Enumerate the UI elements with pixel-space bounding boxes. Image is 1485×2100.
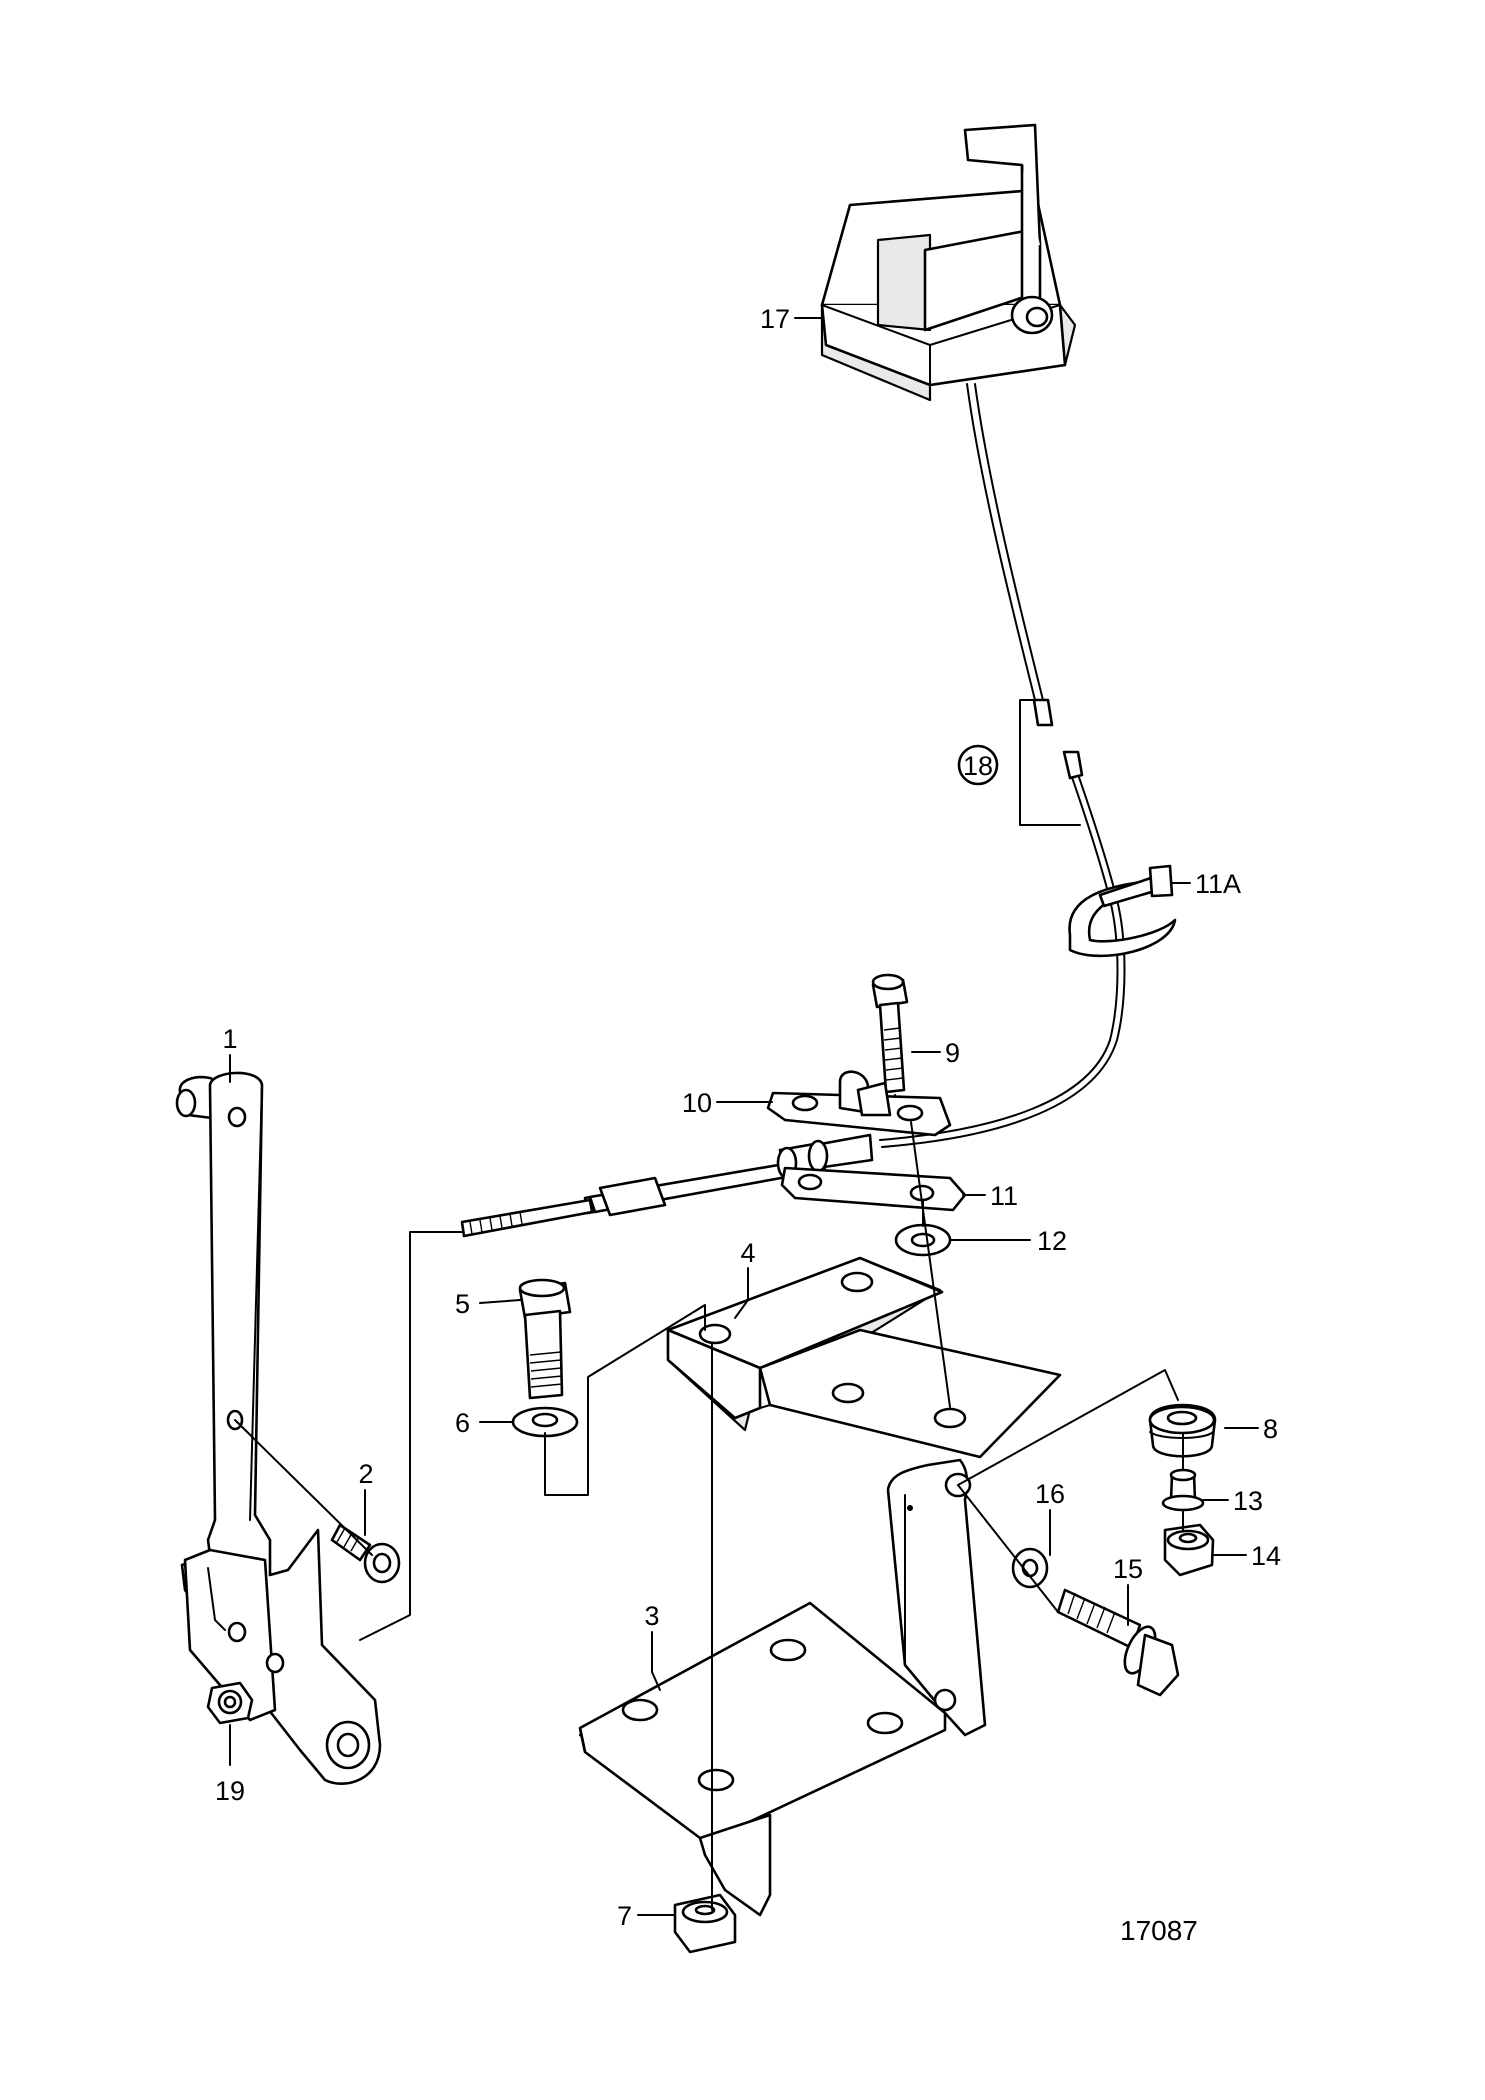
- callout-11: 11: [990, 1181, 1018, 1211]
- callout-11a: 11A: [1195, 869, 1241, 899]
- washer-6: [511, 1406, 579, 1438]
- callout-14: 14: [1251, 1541, 1281, 1571]
- rubber-grommet: [1148, 1403, 1217, 1458]
- callout-4: 4: [740, 1238, 755, 1268]
- washer-16: [1011, 1547, 1049, 1589]
- nut-7: [673, 1893, 737, 1954]
- callout-6: 6: [455, 1408, 470, 1438]
- shift-lever: [175, 1071, 382, 1785]
- callout-leaders: [229, 317, 1259, 1916]
- callout-19: 19: [215, 1776, 245, 1806]
- callout-7: 7: [617, 1901, 632, 1931]
- callout-15: 15: [1113, 1554, 1143, 1584]
- cable-tie: [1068, 864, 1177, 958]
- bolt-9: [871, 973, 909, 1111]
- bolt-5: [518, 1278, 572, 1400]
- flange-bolt-15: [1056, 1588, 1180, 1697]
- sleeve: [1161, 1468, 1205, 1512]
- assembly-lines: [234, 1121, 1184, 1911]
- callout-18-circle: [957, 744, 999, 786]
- plate-11: [780, 1166, 967, 1212]
- control-lever-housing: [820, 123, 1077, 402]
- mounting-bracket-3: [578, 1458, 987, 1917]
- washer-12: [894, 1223, 952, 1257]
- bracket-4: [666, 1256, 1062, 1459]
- callout-5: 5: [455, 1289, 470, 1319]
- callout-9: 9: [945, 1038, 960, 1068]
- callout-labels: 1 2 3 4 5 6 7 8 9 10 11 11A 12 13 14 15 …: [215, 304, 1281, 1946]
- callout-12: 12: [1037, 1226, 1067, 1256]
- callout-18: 18: [963, 751, 993, 781]
- callout-16: 16: [1035, 1479, 1065, 1509]
- callout-3: 3: [644, 1601, 659, 1631]
- nut-14: [1163, 1523, 1215, 1577]
- drawing-number: 17087: [1120, 1915, 1198, 1946]
- callout-17: 17: [760, 304, 790, 334]
- callout-13: 13: [1233, 1486, 1263, 1516]
- callout-10: 10: [682, 1088, 712, 1118]
- callout-1: 1: [222, 1024, 237, 1054]
- bolt-2: [330, 1523, 401, 1584]
- callout-8: 8: [1263, 1414, 1278, 1444]
- cable-clamp: [766, 1070, 952, 1137]
- callout-2: 2: [358, 1459, 373, 1489]
- nut-19: [206, 1681, 254, 1725]
